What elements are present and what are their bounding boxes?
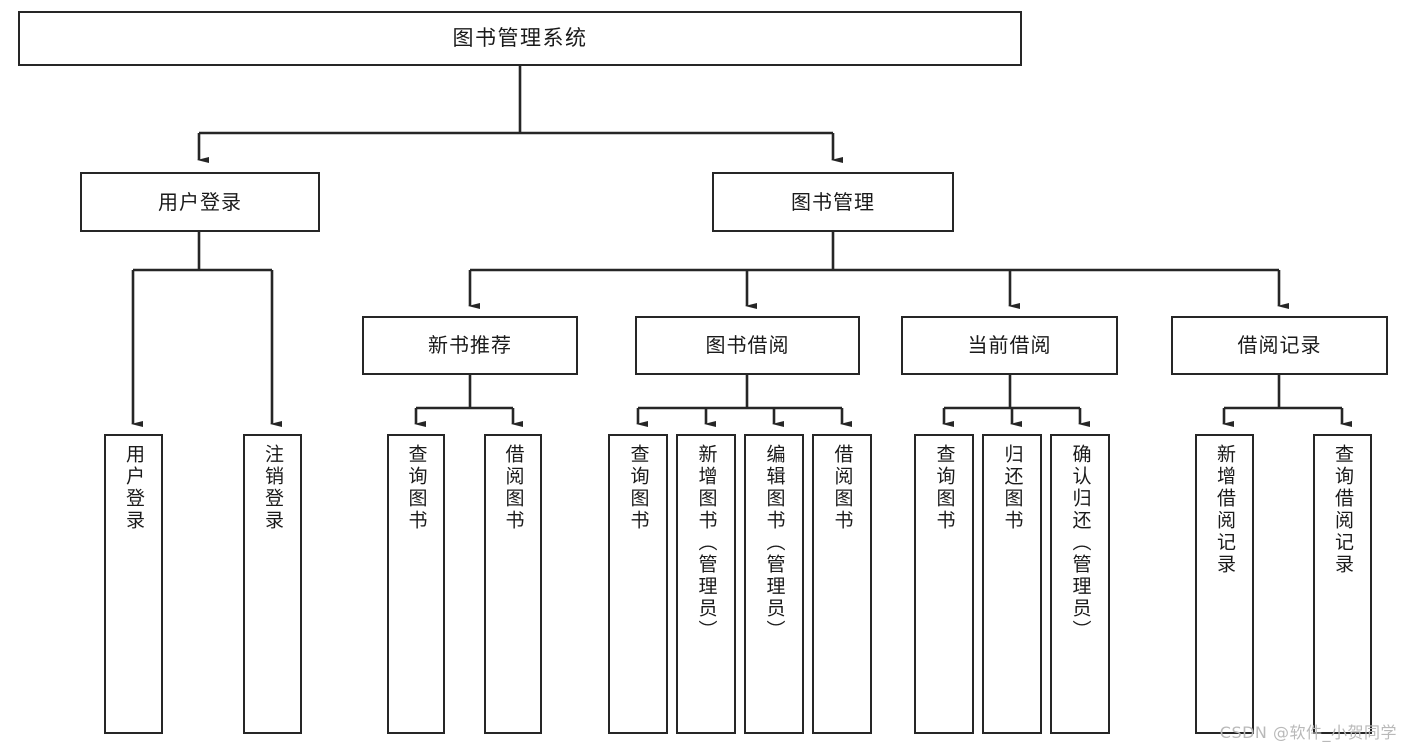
node-leaf-add-record-label: 新增借阅记录 [1214, 444, 1236, 576]
node-leaf-user-login-label: 用户登录 [123, 444, 145, 532]
node-new-book-recommend-label: 新书推荐 [428, 333, 512, 358]
node-leaf-query-book-1[interactable]: 查询图书 [387, 434, 445, 734]
node-root[interactable]: 图书管理系统 [18, 11, 1022, 66]
node-leaf-add-book-label: 新增图书（管理员） [695, 444, 718, 642]
node-leaf-user-logout-label: 注销登录 [262, 444, 284, 532]
node-leaf-return-book-label: 归还图书 [1001, 444, 1024, 532]
node-leaf-add-record[interactable]: 新增借阅记录 [1195, 434, 1254, 734]
node-book-borrow-label: 图书借阅 [705, 333, 790, 358]
node-leaf-query-record-label: 查询借阅记录 [1332, 444, 1354, 576]
node-leaf-query-record[interactable]: 查询借阅记录 [1313, 434, 1372, 734]
node-leaf-add-book[interactable]: 新增图书（管理员） [676, 434, 736, 734]
node-book-borrow[interactable]: 图书借阅 [635, 316, 860, 375]
node-borrow-record-label: 借阅记录 [1237, 333, 1322, 358]
node-current-borrow[interactable]: 当前借阅 [901, 316, 1118, 375]
node-root-label: 图书管理系统 [452, 25, 588, 50]
node-leaf-user-logout[interactable]: 注销登录 [243, 434, 302, 734]
node-leaf-confirm-return-label: 确认归还（管理员） [1069, 444, 1092, 642]
node-leaf-query-book-2[interactable]: 查询图书 [608, 434, 668, 734]
node-leaf-user-login[interactable]: 用户登录 [104, 434, 163, 734]
node-leaf-confirm-return[interactable]: 确认归还（管理员） [1050, 434, 1110, 734]
node-leaf-query-book-1-label: 查询图书 [405, 444, 428, 532]
node-leaf-query-book-2-label: 查询图书 [627, 444, 650, 532]
node-borrow-record[interactable]: 借阅记录 [1171, 316, 1388, 375]
node-leaf-borrow-book-2-label: 借阅图书 [831, 444, 854, 532]
node-user-login[interactable]: 用户登录 [80, 172, 320, 232]
node-leaf-query-book-3-label: 查询图书 [933, 444, 956, 532]
node-book-manage[interactable]: 图书管理 [712, 172, 954, 232]
node-new-book-recommend[interactable]: 新书推荐 [362, 316, 578, 375]
node-current-borrow-label: 当前借阅 [967, 333, 1052, 358]
node-user-login-label: 用户登录 [158, 189, 242, 214]
node-leaf-edit-book[interactable]: 编辑图书（管理员） [744, 434, 804, 734]
csdn-watermark: CSDN @软件_小贺同学 [1219, 723, 1397, 742]
node-leaf-edit-book-label: 编辑图书（管理员） [763, 444, 786, 642]
node-leaf-borrow-book-1[interactable]: 借阅图书 [484, 434, 542, 734]
node-leaf-borrow-book-2[interactable]: 借阅图书 [812, 434, 872, 734]
node-leaf-borrow-book-1-label: 借阅图书 [502, 444, 525, 532]
node-book-manage-label: 图书管理 [791, 189, 875, 214]
node-leaf-return-book[interactable]: 归还图书 [982, 434, 1042, 734]
node-leaf-query-book-3[interactable]: 查询图书 [914, 434, 974, 734]
